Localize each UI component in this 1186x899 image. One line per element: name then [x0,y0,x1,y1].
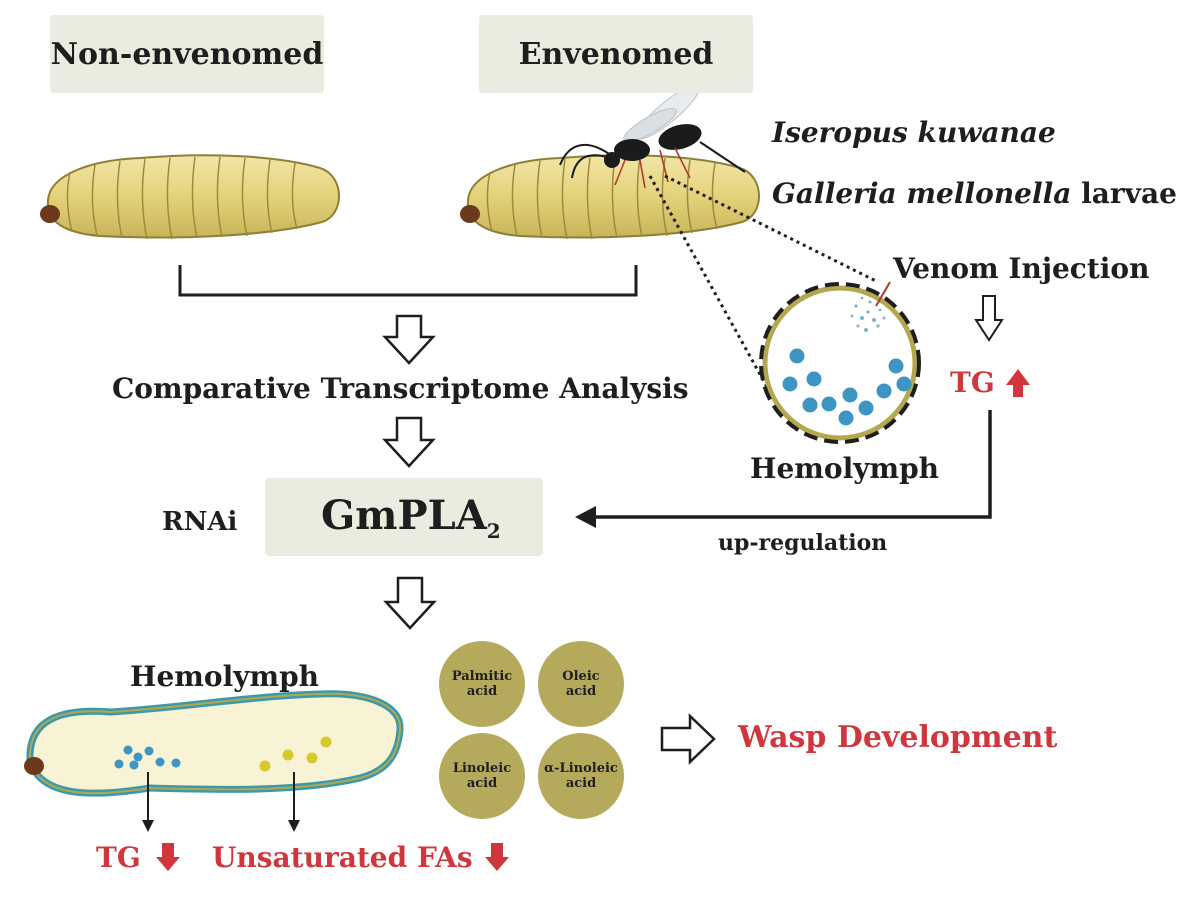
tg-up-label: TG [950,366,995,399]
hollow-arrow-3 [383,576,437,630]
fa-thin-arrow [288,772,300,832]
fa-name: Oleic [562,669,600,684]
outcome-label: Wasp Development [738,720,1058,755]
label-non-envenomed: Non-envenomed [50,15,324,93]
host-species-label: Galleria mellonella larvae [772,177,1177,210]
up-regulation-label: up-regulation [718,530,888,556]
label-envenomed: Envenomed [479,15,753,93]
venom-cloud [850,296,886,332]
gene-box: GmPLA2 [265,478,543,556]
larva-non-envenomed [40,154,340,240]
hemolymph-label-top: Hemolymph [750,452,940,485]
tg-thin-arrow [142,772,154,832]
up-regulation-arrow [575,410,992,528]
fa-suffix: acid [565,776,597,791]
fa-name: α-Linoleic [544,761,618,776]
fa-suffix: acid [565,684,597,699]
host-species-suffix: larvae [1071,177,1177,210]
gene-label: GmPLA2 [321,492,501,543]
bracket-connector [178,265,638,297]
fa-name: Linoleic [452,761,512,776]
fa-dots-bottom [259,736,332,772]
tg-down-arrow [156,843,180,871]
venom-injection-label: Venom Injection [893,252,1150,285]
tg-droplets [782,348,912,426]
analysis-label: Comparative Transcriptome Analysis [112,372,689,405]
wasp-illustration [559,84,746,189]
gene-subscript: 2 [486,518,501,543]
larva-hemolymph-bottom [24,690,404,797]
unsat-down-arrow [485,843,509,871]
tg-up-arrow [1006,369,1030,397]
rnai-label: RNAi [162,507,238,537]
host-species-name: Galleria mellonella [772,177,1072,210]
gene-name: GmPLA [321,491,487,539]
wasp-species-label: Iseropus kuwanae [772,116,1056,149]
hollow-arrow-1 [382,314,436,365]
hemolymph-label-bottom: Hemolymph [130,660,320,693]
tg-dots-bottom [114,745,181,770]
zoom-dotted-lines [648,174,879,397]
hollow-arrow-venom [974,295,1004,342]
tg-down-label: TG [96,841,141,874]
hemolymph-magnified [759,281,921,444]
larva-envenomed [460,154,760,240]
fa-name: Palmitic [451,669,513,684]
fa-suffix: acid [466,684,498,699]
hollow-arrow-2 [382,416,436,468]
unsat-down-label: Unsaturated FAs [212,841,473,874]
fa-suffix: acid [466,776,498,791]
hollow-arrow-right [660,713,716,765]
